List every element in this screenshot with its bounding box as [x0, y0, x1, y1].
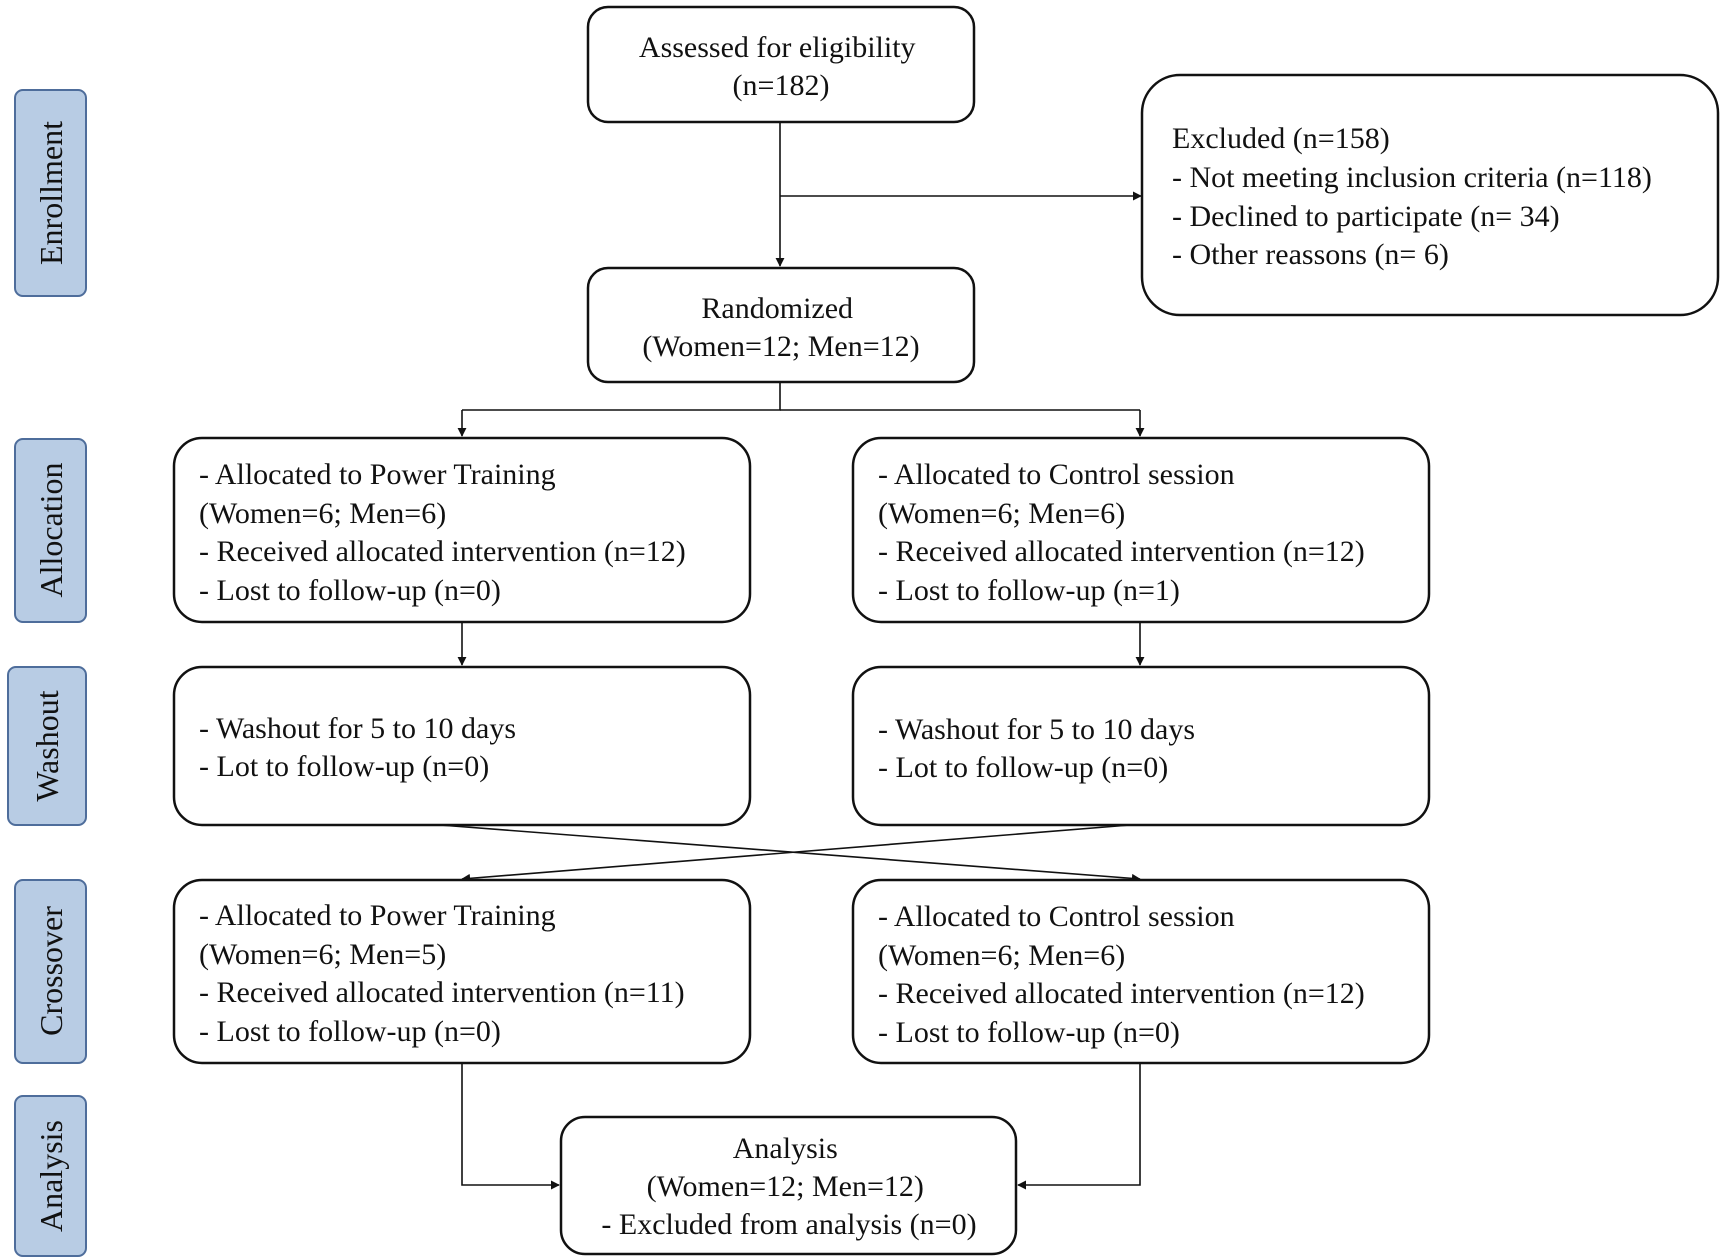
box-line: - Other reassons (n= 6)	[1172, 238, 1449, 271]
arrow-washout-right-to-cross-power	[461, 824, 1131, 883]
box-line: Assessed for eligibility	[639, 31, 916, 64]
box-line: - Declined to participate (n= 34)	[1172, 200, 1560, 233]
box-line: - Allocated to Power Training	[199, 899, 556, 932]
box-line: - Received allocated intervention (n=11)	[199, 976, 685, 1009]
box-line: - Washout for 5 to 10 days	[878, 713, 1195, 746]
svg-text:- Allocated to Power Training: - Allocated to Power Training (Women=6; …	[199, 458, 693, 607]
box-crossover-power-training: - Allocated to Power Training (Women=6; …	[172, 878, 752, 1065]
stage-enrollment: Enrollment	[14, 89, 87, 297]
stage-analysis-label: Analysis	[33, 1120, 69, 1232]
box-line: - Lot to follow-up (n=0)	[199, 750, 489, 783]
box-line: Analysis	[733, 1132, 838, 1165]
box-randomized: Randomized (Women=12; Men=12)	[586, 266, 976, 384]
stage-analysis: Analysis	[14, 1095, 87, 1257]
box-line: - Received allocated intervention (n=12)	[199, 535, 686, 568]
box-allocated-control-session: - Allocated to Control session (Women=6;…	[851, 436, 1431, 624]
box-line: - Lost to follow-up (n=0)	[878, 1016, 1180, 1049]
box-line: - Received allocated intervention (n=12)	[878, 977, 1365, 1010]
box-line: - Lost to follow-up (n=1)	[878, 574, 1180, 607]
svg-text:- Allocated to Control session: - Allocated to Control session (Women=6;…	[878, 458, 1372, 607]
box-line: (Women=6; Men=6)	[878, 939, 1125, 972]
svg-text:Randomized (Women=12; Me: Randomized (Women=12; Men=12)	[642, 292, 919, 363]
connector-randomized-split	[462, 382, 781, 411]
box-crossover-control-session: - Allocated to Control session (Women=6;…	[851, 878, 1431, 1065]
box-line: (Women=6; Men=5)	[199, 938, 446, 971]
box-line: - Washout for 5 to 10 days	[199, 712, 516, 745]
box-washout-right: - Washout for 5 to 10 days - Lot to foll…	[851, 665, 1431, 827]
box-analysis: Analysis (Women=12; Men=12) - Excluded f…	[559, 1115, 1018, 1256]
stage-crossover-label: Crossover	[33, 906, 69, 1036]
svg-text:- Allocated to Power Training: - Allocated to Power Training (Women=6; …	[199, 899, 692, 1048]
svg-text:Excluded (n=158) - Not m: Excluded (n=158) - Not meeting inclusion…	[1172, 122, 1659, 271]
stage-allocation: Allocation	[14, 438, 87, 623]
arrow-cross-control-to-analysis	[1017, 1063, 1141, 1190]
svg-text:- Allocated to Control session: - Allocated to Control session (Women=6;…	[878, 900, 1372, 1049]
connectors	[439, 122, 1145, 1190]
box-line: - Allocated to Power Training	[199, 458, 556, 491]
box-line: - Not meeting inclusion criteria (n=118)	[1172, 161, 1652, 194]
box-allocated-power-training: - Allocated to Power Training (Women=6; …	[172, 436, 752, 624]
box-line: (Women=12; Men=12)	[647, 1170, 924, 1203]
svg-text:- Washout for 5 to 10 days: - Washout for 5 to 10 days - Lot to foll…	[878, 713, 1203, 784]
svg-text:Analysis (Women=12; Men=: Analysis (Women=12; Men=12) - Excluded f…	[601, 1132, 976, 1241]
svg-text:- Washout for 5 to 10 days: - Washout for 5 to 10 days - Lot to foll…	[199, 712, 524, 783]
box-excluded: Excluded (n=158) - Not meeting inclusion…	[1140, 73, 1720, 317]
box-line: - Lost to follow-up (n=0)	[199, 1015, 501, 1048]
box-assessed-for-eligibility: Assessed for eligibility (n=182)	[586, 5, 976, 124]
box-line: - Allocated to Control session	[878, 900, 1235, 933]
box-line: (Women=12; Men=12)	[642, 330, 919, 363]
arrow-cross-power-to-analysis	[461, 1063, 560, 1190]
stage-allocation-label: Allocation	[33, 462, 69, 597]
box-line: Excluded (n=158)	[1172, 122, 1390, 155]
box-line: Randomized	[701, 292, 853, 325]
stage-washout: Washout	[7, 666, 87, 826]
box-line: - Lost to follow-up (n=0)	[199, 574, 501, 607]
box-line: (Women=6; Men=6)	[878, 497, 1125, 530]
stage-washout-label: Washout	[29, 690, 65, 801]
box-line: (Women=6; Men=6)	[199, 497, 446, 530]
box-line: - Allocated to Control session	[878, 458, 1235, 491]
stage-crossover: Crossover	[14, 879, 87, 1064]
box-line: - Excluded from analysis (n=0)	[601, 1208, 976, 1241]
box-line: - Received allocated intervention (n=12)	[878, 535, 1365, 568]
box-washout-left: - Washout for 5 to 10 days - Lot to foll…	[172, 665, 752, 827]
svg-text:Assessed for eligibility: Assessed for eligibility (n=182)	[639, 31, 923, 102]
stage-enrollment-label: Enrollment	[33, 121, 69, 265]
box-line: - Lot to follow-up (n=0)	[878, 751, 1168, 784]
box-line: (n=182)	[733, 69, 830, 102]
